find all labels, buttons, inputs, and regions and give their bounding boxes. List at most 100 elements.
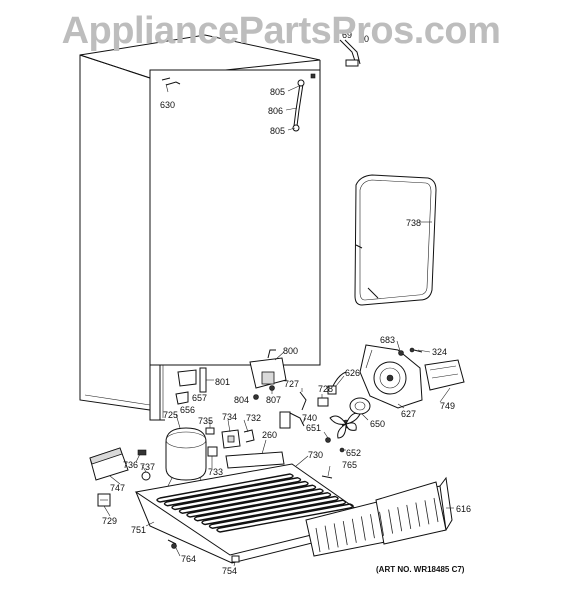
part-754-clip [231,555,240,563]
condenser-coil-loop [171,480,309,511]
grille-slot [360,516,366,541]
label-683: 683 [380,335,395,345]
label-730: 730 [308,450,323,460]
part-807-screw [269,385,275,391]
part-740-dryer [279,411,305,429]
label-732: 732 [246,413,261,423]
part-738-gasket [354,174,437,306]
leader-lines [103,83,454,567]
part-800-valve [249,349,287,389]
label-751: 751 [131,525,146,535]
part-650-motor [349,397,371,415]
label-728: 728 [318,384,333,394]
cabinet [79,34,321,421]
label-727: 727 [284,379,299,389]
condenser-coil-loop [156,473,294,503]
part-727-tube [299,391,307,411]
label-749: 749 [440,401,455,411]
part-683-screw [398,350,404,356]
condenser-coil-loop [178,484,317,514]
condenser-coil-loop [201,495,339,526]
part-765-bolt [321,475,333,479]
part-737-grommet [141,471,151,481]
condenser-coil-loop [216,503,354,533]
part-747-cover [89,447,129,481]
part-733-relay [207,446,218,457]
grille-slot [388,509,394,534]
label-740: 740 [302,413,317,423]
grille-slots [315,497,439,553]
label-657: 657 [192,393,207,403]
part-736-clip [137,449,147,456]
part-735-grommet [205,427,215,435]
label-69: 69 [342,30,352,40]
grille-slot [433,497,439,523]
label-736: 736 [123,460,138,470]
label-734: 734 [222,412,237,422]
label-737: 737 [140,462,155,472]
label-626: 626 [345,368,360,378]
part-805-806-tube [292,79,305,132]
label-725: 725 [163,410,178,420]
label-733: 733 [208,467,223,477]
part-616-grille [305,476,453,557]
part-324-screw [409,347,423,353]
label-747: 747 [110,483,125,493]
label-656: 656 [180,405,195,415]
grille-slot [424,500,430,525]
part-728-clamp [317,397,329,407]
condenser-coil-loop [163,477,302,507]
part-749-board [424,359,465,391]
part-725-compressor [165,427,207,487]
label-764: 764 [181,554,196,564]
part-652-screw [339,447,345,453]
part-260-tray [225,451,285,469]
label-806: 806 [268,106,283,116]
part-729-block [97,493,111,507]
label-260: 260 [262,430,277,440]
grille-slot [351,518,357,543]
label-651: 651 [306,423,321,433]
art-number: (ART NO. WR18485 C7) [376,565,465,574]
grille-slot [415,502,421,527]
condenser-coil-loop [208,499,347,529]
label-765: 765 [342,460,357,470]
part-730-condenser [156,473,354,533]
label-804: 804 [234,395,249,405]
grille-slot [379,511,384,536]
condenser-coil-loop [193,492,332,522]
label-616: 616 [456,504,471,514]
label-738: 738 [406,218,421,228]
label-754: 754 [222,566,237,576]
grille-slot [406,504,412,529]
part-651-nut [325,437,331,443]
part-734-relay-box [221,429,241,449]
label-800: 800 [283,346,298,356]
label-729: 729 [102,516,117,526]
label-70: 70 [359,34,369,44]
label-324: 324 [432,347,447,357]
label-801: 801 [215,377,230,387]
part-650-fan-blade [329,412,361,439]
part-657-bracket [177,369,197,387]
part-630-bracket [161,77,181,86]
part-801-tube [199,367,207,393]
label-630: 630 [160,100,175,110]
part-labels: 69 70 630 805 806 805 738 683 324 800 62… [102,30,471,576]
label-650: 650 [370,419,385,429]
label-807: 807 [266,395,281,405]
part-732-bracket [243,429,255,443]
part-627-fan-bracket [359,344,423,409]
part-764-screw [167,539,177,549]
grille-slot [324,525,330,550]
label-627: 627 [401,409,416,419]
grille-slot [333,523,339,548]
grille-slot [397,507,403,532]
label-805-bottom: 805 [270,126,285,136]
grille-slot [342,521,348,546]
grille-slot [370,514,375,539]
part-69-70-clip [339,39,361,67]
label-805-top: 805 [270,87,285,97]
